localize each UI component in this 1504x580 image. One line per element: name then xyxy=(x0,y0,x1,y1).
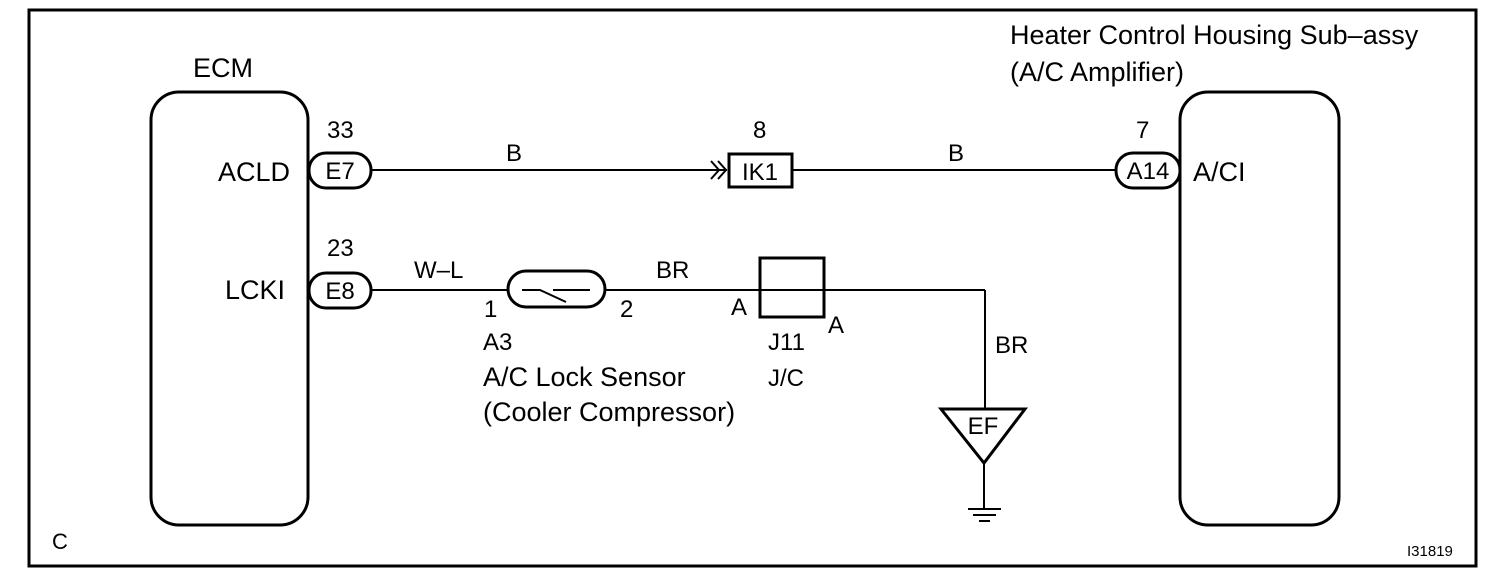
amplifier-title-line2: (A/C Amplifier) xyxy=(1010,57,1184,87)
lock-sensor-code: A3 xyxy=(483,329,512,356)
wire-lcki-mid-color: BR xyxy=(656,257,689,284)
junction-block-pin-left: A xyxy=(731,294,747,321)
lock-sensor-subname: (Cooler Compressor) xyxy=(483,397,735,427)
wire-lcki-left-color: W–L xyxy=(414,257,463,284)
diagram-frame xyxy=(27,8,1478,568)
ecm-title: ECM xyxy=(193,53,253,83)
junction-block-pin-right: A xyxy=(828,312,844,339)
ecm-pin-lcki-number: 23 xyxy=(327,235,354,262)
corner-label: C xyxy=(52,529,68,554)
junction-block-name: J/C xyxy=(768,365,804,392)
connector-e8-label: E8 xyxy=(325,278,354,305)
junction-block-id: J11 xyxy=(768,329,805,356)
wire-acld-right-color: B xyxy=(948,140,964,167)
amplifier-pin-number: 7 xyxy=(1136,117,1149,144)
ecm-housing xyxy=(149,90,310,527)
junction-connector-ik1-pin: 8 xyxy=(753,117,766,144)
connector-chevron-icon xyxy=(710,160,728,180)
lock-sensor-symbol xyxy=(506,269,607,309)
ground-point-label: EF xyxy=(968,413,999,440)
connector-e8: E8 xyxy=(307,271,373,310)
ecm-pin-acld-label: ACLD xyxy=(218,157,290,187)
wire-ground-color: BR xyxy=(995,332,1028,359)
junction-connector-ik1-label: IK1 xyxy=(742,159,778,186)
junction-block-j11 xyxy=(758,256,826,319)
ecm-pin-lcki-label: LCKI xyxy=(225,275,285,305)
amplifier-housing xyxy=(1178,90,1341,527)
ground-icon xyxy=(968,463,1001,522)
lock-sensor-pin-in: 1 xyxy=(484,296,497,323)
wire-acld-left-color: B xyxy=(506,140,522,167)
amplifier-pin-label: A/CI xyxy=(1193,157,1246,187)
connector-a14: A14 xyxy=(1114,151,1182,190)
lock-sensor-name: A/C Lock Sensor xyxy=(483,362,686,392)
lock-sensor-pin-out: 2 xyxy=(620,296,633,323)
ground-point-ef: EF xyxy=(937,407,1029,466)
ecm-pin-acld-number: 33 xyxy=(327,117,354,144)
figure-id: I31819 xyxy=(1407,543,1453,560)
junction-connector-ik1: IK1 xyxy=(727,152,794,189)
connector-e7-label: E7 xyxy=(325,158,354,185)
amplifier-title-line1: Heater Control Housing Sub–assy xyxy=(1010,20,1419,50)
connector-e7: E7 xyxy=(307,151,373,190)
connector-a14-label: A14 xyxy=(1127,158,1170,185)
